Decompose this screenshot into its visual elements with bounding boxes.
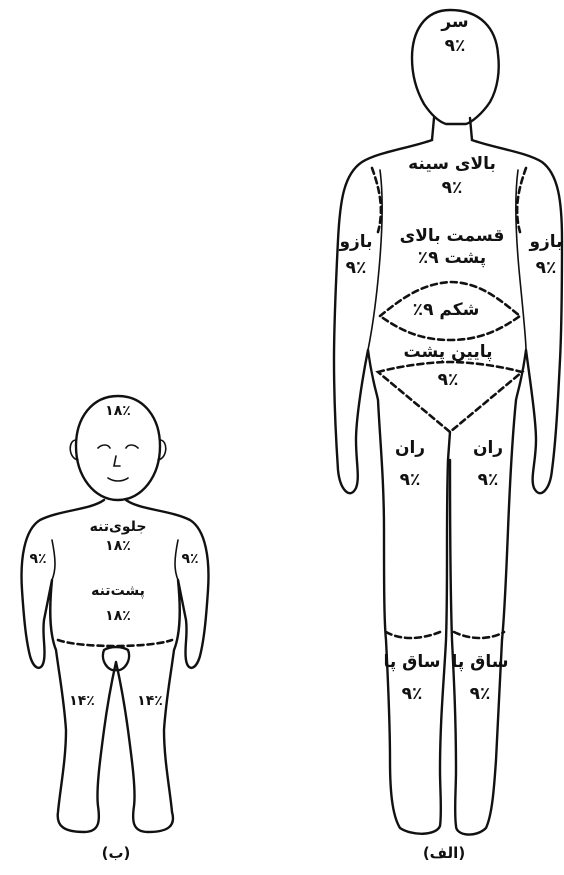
adult-chest-label: بالای سینه ۹٪ [408, 156, 496, 198]
adult-lower-back-pct: ۹٪ [404, 372, 493, 390]
adult-shin-right-label: ساق پا ۹٪ [384, 654, 441, 704]
adult-abdomen-name: شکم [439, 300, 479, 320]
adult-upper-back-name2: پشت [445, 248, 487, 268]
child-face [98, 445, 138, 481]
adult-body [334, 10, 562, 835]
adult-shin-right-pct: ۹٪ [384, 686, 441, 704]
adult-thigh-left-pct: ۹٪ [473, 472, 503, 490]
adult-lower-back-label: پایین پشت ۹٪ [404, 344, 493, 390]
adult-arm-right-name: بازو [339, 234, 372, 252]
adult-shin-left-pct: ۹٪ [452, 686, 509, 704]
child-pelvis-dash [58, 640, 172, 646]
adult-shin-left-label: ساق پا ۹٪ [452, 654, 509, 704]
child-leg-left-pct: ۱۴٪ [137, 694, 163, 709]
adult-head-pct: ۹٪ [441, 38, 468, 56]
adult-upper-back-label: قسمت بالای پشت ۹٪ [400, 228, 505, 268]
child-ears [70, 440, 166, 460]
adult-thigh-left-name: ران [473, 440, 503, 458]
adult-arm-right-label: بازو ۹٪ [339, 234, 372, 278]
child-front-label: جلوی‌تنه ۱۸٪ [90, 520, 147, 553]
adult-chest-name: بالای سینه [408, 156, 496, 174]
child-front-pct: ۱۸٪ [90, 539, 147, 554]
adult-caption: (الف) [423, 846, 465, 862]
adult-knee-dash-right [454, 632, 504, 638]
child-back-pct: ۱۸٪ [91, 609, 145, 624]
child-arm-left-pct: ۹٪ [181, 552, 198, 567]
adult-lower-back-name: پایین پشت [404, 344, 493, 362]
child-leg-right-pct: ۱۴٪ [69, 694, 95, 709]
adult-thigh-right-label: ران ۹٪ [395, 440, 425, 490]
adult-thigh-right-name: ران [395, 440, 425, 458]
adult-arm-right-pct: ۹٪ [339, 260, 372, 278]
child-head-pct: ۱۸٪ [105, 404, 131, 419]
adult-arm-left-label: بازو ۹٪ [529, 234, 562, 278]
adult-shoulder-dash-right [517, 168, 526, 232]
adult-knee-dash-left [386, 632, 440, 638]
adult-abdomen-label: شکم ۹٪ [413, 302, 480, 320]
child-caption: (ب) [102, 846, 131, 862]
child-arm-right-pct: ۹٪ [29, 552, 46, 567]
adult-arm-left-pct: ۹٪ [529, 260, 562, 278]
adult-thigh-left-label: ران ۹٪ [473, 440, 503, 490]
child-front-name: جلوی‌تنه [90, 520, 147, 535]
adult-thigh-right-pct: ۹٪ [395, 472, 425, 490]
adult-arm-left-name: بازو [529, 234, 562, 252]
adult-upper-back-name: قسمت بالای [400, 228, 505, 246]
adult-shin-right-name: ساق پا [384, 654, 441, 672]
adult-abdomen-pct: ۹٪ [413, 300, 434, 320]
child-back-label: پشت‌تنه ۱۸٪ [91, 584, 145, 623]
adult-chest-pct: ۹٪ [408, 180, 496, 198]
adult-shoulder-dash-left [372, 168, 381, 232]
adult-head-name: سر [441, 14, 468, 32]
adult-head-label: سر ۹٪ [441, 14, 468, 56]
adult-neck [432, 118, 472, 140]
adult-upper-back-pct: ۹٪ [418, 248, 439, 268]
child-back-name: پشت‌تنه [91, 584, 145, 599]
adult-shin-left-name: ساق پا [452, 654, 509, 672]
